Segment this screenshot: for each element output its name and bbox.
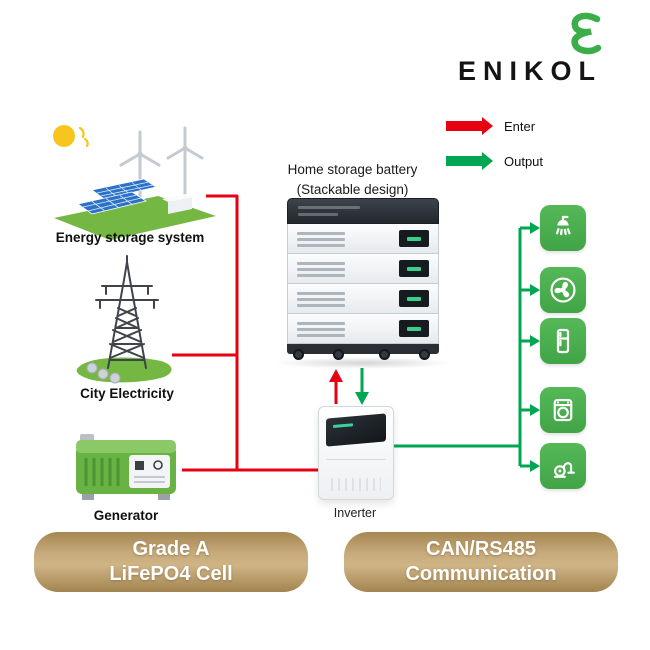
enikol-logo-icon [571,12,602,55]
fan-icon [540,267,586,313]
vacuum-cleaner-icon [540,443,586,489]
battery-module [287,224,439,254]
legend-output: Output [446,151,543,171]
battery-title: Home storage battery (Stackable design) [260,160,445,199]
banner-right-line1: CAN/RS485 [425,538,537,561]
solar-panel-icon [77,178,157,215]
banner-grade-a: Grade A LiFePO4 Cell [34,532,308,592]
inverter-label: Inverter [333,506,377,520]
banner-right-line2: Communication [405,563,557,585]
module-display [399,290,429,307]
enter-arrowhead [329,369,343,382]
generator-label: Generator [93,508,159,523]
caster-wheel [333,349,344,360]
legend-output-label: Output [504,153,544,169]
banner-communication: CAN/RS485 Communication [344,532,618,592]
inverter-display [326,413,386,447]
output-arrowhead [355,392,369,405]
output-arrow-icon [446,152,493,170]
inverter-unit [318,406,394,500]
shower-icon [540,205,586,251]
enter-arrow-icon [446,117,493,135]
legend-enter: Enter [446,116,535,136]
battery-base [287,344,439,354]
city-electricity-label: City Electricity [80,386,174,401]
module-display [399,230,429,247]
module-display [399,260,429,277]
caster-wheel [379,349,390,360]
city-electricity-illustration [76,255,172,384]
battery-top-unit [287,198,439,224]
battery-title-line1: Home storage battery [287,162,418,177]
legend-enter-label: Enter [504,118,536,134]
battery-shadow [273,357,453,369]
inverter-vents [331,478,381,491]
energy-storage-system-label: Energy storage system [55,230,205,245]
sun-icon [53,125,75,147]
refrigerator-icon [540,318,586,364]
generator-illustration [76,434,176,500]
battery-module [287,254,439,284]
battery-module [287,314,439,344]
module-display [399,320,429,337]
energy-storage-system-illustration [53,125,216,240]
caster-wheel [419,349,430,360]
home-storage-battery [273,198,453,369]
washing-machine-icon [540,387,586,433]
banner-left-line2: LiFePO4 Cell [109,563,233,585]
banner-left-line1: Grade A [132,538,210,561]
caster-wheel [293,349,304,360]
battery-title-line2: (Stackable design) [296,181,409,197]
brand-name: ENIKOL [458,56,603,86]
battery-module [287,284,439,314]
transmission-tower-icon [95,255,159,369]
output-branch-arrowheads [530,222,540,472]
